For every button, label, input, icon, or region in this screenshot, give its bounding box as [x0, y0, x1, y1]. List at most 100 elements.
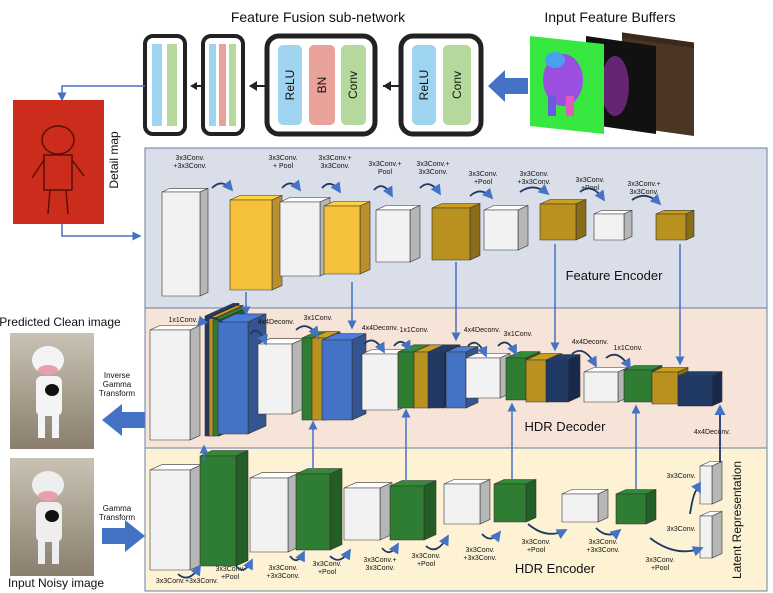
arrow-he-4 [329, 548, 351, 561]
hd-block-9 [583, 367, 629, 403]
input-noisy-label: Input Noisy image [8, 576, 104, 590]
fe-block-6 [431, 203, 481, 261]
fe-block-8 [539, 199, 587, 241]
arrow-hd-4 [363, 339, 385, 354]
op-he-2: 3x3Conv.+Pool [215, 566, 244, 581]
he-block-11 [699, 461, 723, 505]
latent-label: Latent Representation [730, 461, 744, 579]
op-fe-4: 3x3Conv.+Pool [368, 161, 401, 176]
op-hd-7: 3x1Conv. [503, 331, 532, 338]
arrow-fe-3 [321, 181, 341, 194]
fe-block-3 [279, 197, 331, 277]
arrow-he-5 [381, 542, 399, 555]
inverse-gamma-label: Inverse Gamma Transform [99, 371, 135, 398]
input-noisy-image [10, 458, 94, 576]
conv-label-1: Conv [346, 71, 360, 99]
fe-block-2 [229, 195, 283, 291]
op-fe-3: 3x3Conv.+3x3Conv. [318, 155, 351, 170]
op-fe-6: 3x3Conv.+Pool [468, 171, 497, 186]
fusion-small-block-1 [143, 34, 187, 136]
arrow-hd-2 [249, 329, 268, 346]
hdr-encoder-label: HDR Encoder [515, 561, 596, 576]
hd-block-10c [677, 371, 723, 407]
fusion-small-block-2 [201, 34, 245, 136]
svg-text:Gamma: Gamma [103, 504, 132, 513]
op-fe-7: 3x3Conv.+3x3Conv. [517, 171, 550, 186]
arrow-hd-7 [497, 341, 517, 356]
hd-block-1 [149, 325, 201, 441]
svg-text:Transform: Transform [99, 513, 135, 522]
hd-block-4c [321, 333, 367, 421]
arrow-fe-6 [469, 187, 494, 200]
he-block-10 [615, 489, 657, 525]
arrow-hd-1 [196, 315, 223, 328]
op-he-1: 3x3Conv.+3x3Conv. [156, 578, 218, 585]
input-buffers-title: Input Feature Buffers [544, 9, 675, 25]
fusion-block-1: ReLU BN Conv [264, 33, 378, 137]
svg-text:Gamma: Gamma [103, 380, 132, 389]
he-block-1 [149, 464, 203, 571]
op-he-3: 3x3Conv.+3x3Conv. [266, 565, 299, 580]
input-arrow [102, 520, 145, 552]
bn-label: BN [315, 77, 329, 94]
op-hd-1: 1x1Conv. [168, 317, 197, 324]
op-he-4: 3x3Conv.+Pool [312, 561, 341, 576]
op-he-9: 3x3Conv.+3x3Conv. [586, 539, 619, 554]
he-block-4 [295, 468, 343, 551]
input-to-fusion-arrow [488, 70, 528, 102]
op-hd-6: 4x4Deconv. [464, 327, 501, 334]
arrow-fe-8 [579, 187, 605, 202]
conv-label-2: Conv [450, 71, 464, 99]
arrow-hd-5 [393, 339, 411, 352]
he-block-3 [249, 472, 301, 553]
arrow-fe-9 [631, 193, 662, 206]
fusion-title: Feature Fusion sub-network [231, 9, 406, 25]
op-he-6: 3x3Conv.+Pool [411, 553, 440, 568]
arrow-he-7 [481, 530, 502, 543]
hd-block-8c [545, 354, 581, 403]
he-block-8 [493, 479, 537, 523]
arrow-fe-4 [373, 185, 393, 198]
op-hd-3: 3x1Conv. [303, 315, 332, 322]
feature-encoder-label: Feature Encoder [566, 268, 664, 283]
arrow-he-10 [649, 537, 704, 557]
op-fe-5: 3x3Conv.+3x3Conv. [416, 161, 449, 176]
arrow-fe-7 [519, 184, 550, 196]
op-he-12: 3x3Conv. [666, 526, 695, 533]
op-he-5: 3x3Conv.+3x3Conv. [363, 557, 396, 572]
relu-label-2: ReLU [417, 70, 431, 101]
svg-text:Inverse: Inverse [104, 371, 131, 380]
arrow-he-2 [235, 558, 253, 571]
fe-block-4 [323, 201, 371, 275]
arrow-he-9 [595, 527, 622, 540]
he-block-6 [389, 480, 437, 541]
predicted-clean-label: Predicted Clean image [0, 315, 121, 329]
input-feature-buffers [530, 32, 694, 136]
arrow-hd-6 [467, 341, 488, 358]
relu-label-1: ReLU [283, 70, 297, 101]
op-hd-4: 4x4Deconv. [362, 325, 399, 332]
op-he-11: 3x3Conv. [666, 473, 695, 480]
fe-block-9 [593, 209, 633, 241]
fe-block-7 [483, 205, 529, 251]
he-block-12 [699, 511, 723, 559]
arrow-he-8 [527, 523, 568, 539]
op-hd-9: 1x1Conv. [613, 345, 642, 352]
arrow-fe-5 [419, 183, 441, 196]
detail-map-label: Detail map [107, 131, 121, 189]
gamma-label: Gamma Transform [99, 504, 135, 522]
op-he-7: 3x3Conv.+3x3Conv. [463, 547, 496, 562]
fusion-block-2: ReLU Conv [398, 33, 484, 137]
he-block-9 [561, 489, 609, 523]
fusion-to-detail-arrow [57, 85, 145, 102]
output-arrow [102, 404, 145, 436]
arrow-he-6 [425, 534, 449, 551]
hd-block-3 [257, 338, 305, 415]
op-fe-9: 3x3Conv.+3x3Conv. [627, 181, 660, 196]
arrow-fe-2 [281, 179, 302, 192]
op-hd-5: 1x1Conv. [399, 327, 428, 334]
arrow-he-1 [177, 564, 201, 579]
op-he-10: 3x3Conv.+Pool [645, 557, 674, 572]
svg-text:Transform: Transform [99, 389, 135, 398]
